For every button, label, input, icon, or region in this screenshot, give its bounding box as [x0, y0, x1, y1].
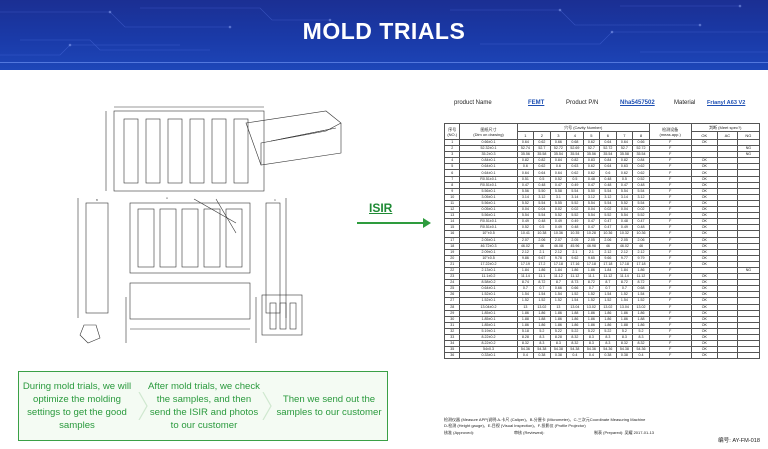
row-number: 36 — [443, 352, 461, 360]
row-dimension: 0.33±0.1 — [459, 352, 518, 360]
cavity-value: 0.38 — [615, 352, 634, 360]
isir-label: ISIR — [369, 201, 393, 215]
step-optimize: During mold trials, we will optimize the… — [22, 381, 132, 431]
banner-divider — [0, 62, 768, 63]
step-check-samples: After mold trials, we check the samples,… — [148, 381, 260, 431]
product-pn-label: Product P/N — [566, 100, 599, 106]
svg-text:A: A — [166, 196, 168, 200]
cavity-value: 0.4 — [632, 352, 650, 360]
sheet-header: product Name FEMT Product P/N Nha5457502… — [444, 99, 760, 110]
circuit-pattern-icon — [0, 4, 768, 56]
measure-app-legend: 检测仪器 (Measure APP)说明:A-卡尺 (Caliper)、B-分厘… — [444, 417, 646, 422]
process-steps-panel: During mold trials, we will optimize the… — [18, 371, 388, 441]
reviewed-label: 审核 (Reviewed): — [514, 430, 545, 435]
col-ac-header: AC — [717, 131, 738, 140]
arrow-right-icon — [423, 218, 431, 228]
cavity-value: 0.38 — [533, 352, 551, 360]
col-judge-header: 判断 (Meet spec?) — [690, 123, 761, 132]
col-tool-header: 检测设备(meas.app.) — [648, 123, 692, 140]
signoff-row: 核准 (Approved): 审核 (Reviewed): 制表 (Prepar… — [444, 430, 760, 436]
svg-text:B: B — [96, 198, 98, 202]
col-ng-header: NG — [736, 131, 761, 140]
row-ok: OK — [690, 352, 719, 360]
arrow-line — [357, 222, 427, 224]
cavity-3: 3 — [549, 131, 568, 140]
cavity-7: 7 — [615, 131, 634, 140]
col-no-header: 序号(NO.) — [443, 123, 461, 140]
cavity-2: 2 — [533, 131, 551, 140]
material-label: Material — [674, 100, 696, 106]
chevron-right-icon — [138, 392, 148, 420]
cavity-1: 1 — [516, 131, 535, 140]
isir-arrow: ISIR — [357, 195, 433, 235]
product-name-value: FEMT — [528, 100, 545, 106]
row-ac — [717, 352, 738, 360]
cavity-value: 0.4 — [582, 352, 601, 360]
cavity-4: 4 — [566, 131, 584, 140]
col-dim-header: 图纸尺寸(Dim on drawing) — [459, 123, 518, 140]
measure-app-legend-2: D-检测 (Height gauge)、E-目视 (Visual Inspect… — [444, 423, 586, 428]
header-banner: MOLD TRIALS — [0, 0, 768, 70]
product-name-label: product Name — [454, 100, 492, 106]
form-number: 编号: AY-FM-018 — [718, 438, 760, 444]
step-send-samples: Then we send out the samples to our cust… — [276, 394, 382, 418]
row-ng — [736, 352, 761, 360]
cavity-8: 8 — [632, 131, 650, 140]
svg-text:C: C — [274, 198, 277, 202]
col-cavity-header: 穴号 (Cavity Number) — [516, 123, 650, 132]
table-header-row: 序号(NO.) 图纸尺寸(Dim on drawing) 穴号 (Cavity … — [443, 123, 761, 140]
measurement-table: 序号(NO.) 图纸尺寸(Dim on drawing) 穴号 (Cavity … — [443, 123, 761, 360]
cavity-value: 0.4 — [516, 352, 535, 360]
row-tool: F — [648, 352, 692, 360]
approved-label: 核准 (Approved): — [444, 430, 475, 435]
cavity-6: 6 — [599, 131, 617, 140]
cavity-value: 0.38 — [549, 352, 568, 360]
col-ok-header: OK — [690, 131, 719, 140]
chevron-right-icon — [262, 392, 272, 420]
isir-report-sheet: product Name FEMT Product P/N Nha5457502… — [443, 99, 761, 444]
prepared-label: 制表 (Prepared): 吴耀 2017-01-13 — [594, 430, 655, 435]
page-title: MOLD TRIALS — [302, 17, 466, 44]
product-pn-value: Nha5457502 — [620, 100, 655, 106]
cavity-5: 5 — [582, 131, 601, 140]
material-value: Frianyl A63 V2 — [707, 100, 746, 106]
cavity-value: 0.4 — [566, 352, 584, 360]
mold-technical-drawing: A B C — [66, 103, 346, 356]
cavity-value: 0.38 — [599, 352, 617, 360]
